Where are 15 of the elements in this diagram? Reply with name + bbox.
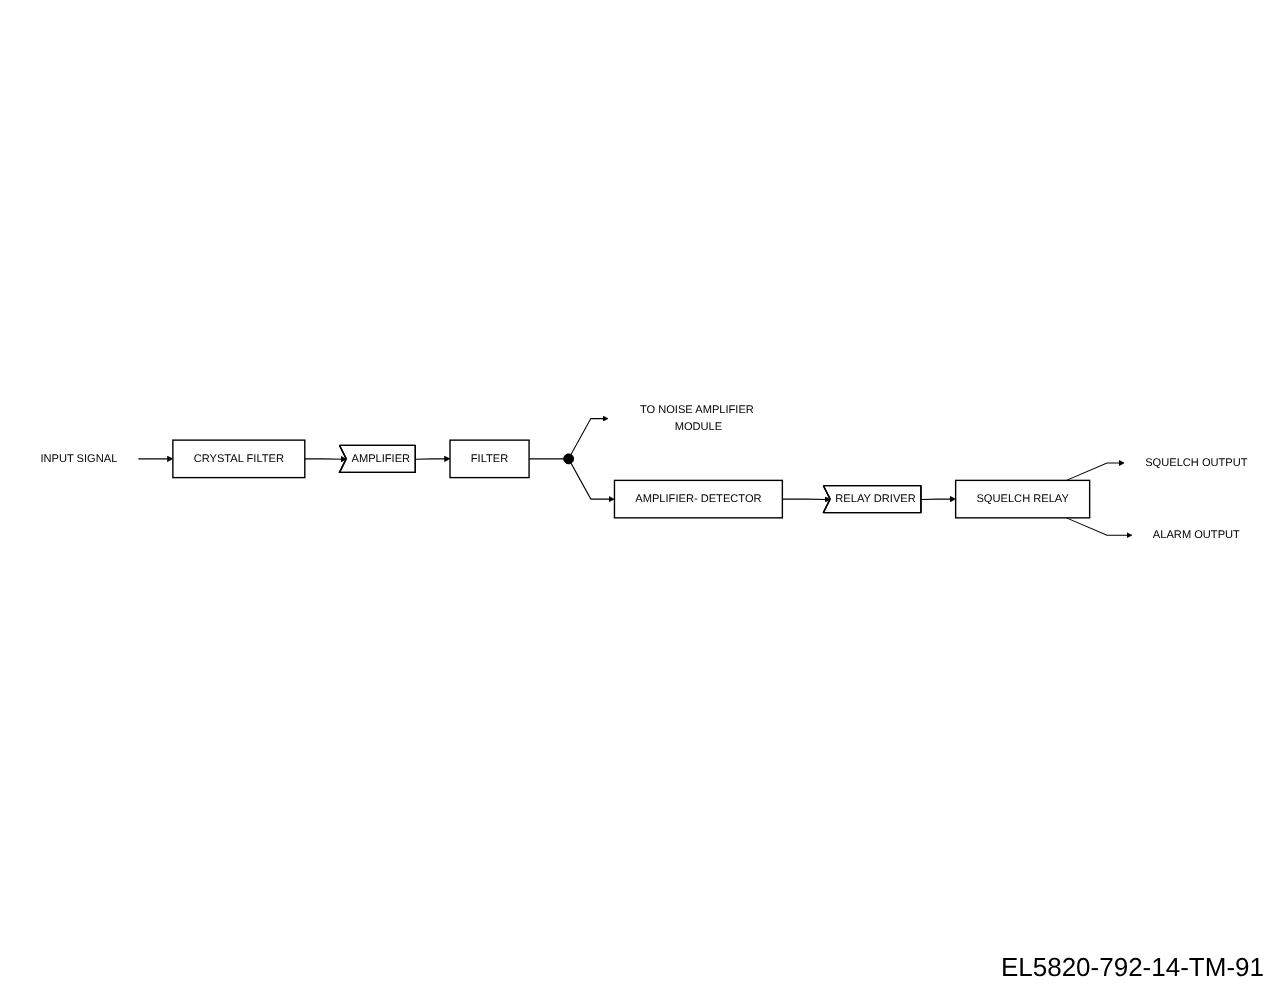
arrow (920, 495, 956, 502)
node-box (449, 438, 530, 478)
arrow (1065, 459, 1125, 481)
arrow (304, 455, 347, 462)
arrow (570, 461, 615, 502)
arrow (781, 495, 831, 502)
arrow (137, 455, 174, 462)
arrow (415, 455, 451, 462)
node-box (172, 438, 306, 478)
arrow (1065, 516, 1133, 538)
arrow (570, 414, 609, 455)
drawing-number: EL5820-792-14-TM-91 (998, 952, 1264, 982)
node-box (954, 478, 1091, 518)
connector (528, 457, 565, 459)
node-box (613, 478, 784, 518)
